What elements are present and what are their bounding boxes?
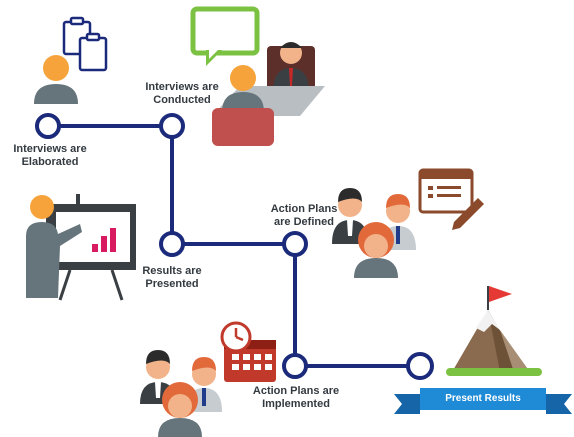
step-node-5 [282,353,308,379]
step-node-2 [159,113,185,139]
step-node-4 [282,231,308,257]
clipboard-icon [62,16,108,72]
team-calendar-illustration [140,321,276,437]
step-label-results-presented: Results are Presented [142,265,202,290]
step-label-interviews-conducted: Interviews are Conducted [145,81,219,106]
speech-bubble-icon [190,6,260,66]
step-node-6 [406,352,434,380]
present-results-label: Present Results [445,393,521,404]
step-label-action-plans-implemented: Action Plans are Implemented [252,385,340,410]
interview-illustration [190,6,325,146]
mountain-flag-illustration [446,286,542,376]
present-results-banner [394,388,572,414]
presenter-illustration [26,194,136,301]
document-pencil-icon [418,168,484,230]
process-path [48,124,420,368]
team-planning-illustration [332,168,484,278]
bar-chart-icon [92,228,116,252]
step-node-3 [159,231,185,257]
step-label-interviews-elaborated: Interviews are Elaborated [13,143,87,168]
person-clipboard-illustration [34,16,108,104]
step-label-action-plans-defined: Action Plans are Defined [270,203,338,228]
step-node-1 [35,113,61,139]
flag-icon [489,286,512,302]
calendar-clock-icon [220,321,276,382]
